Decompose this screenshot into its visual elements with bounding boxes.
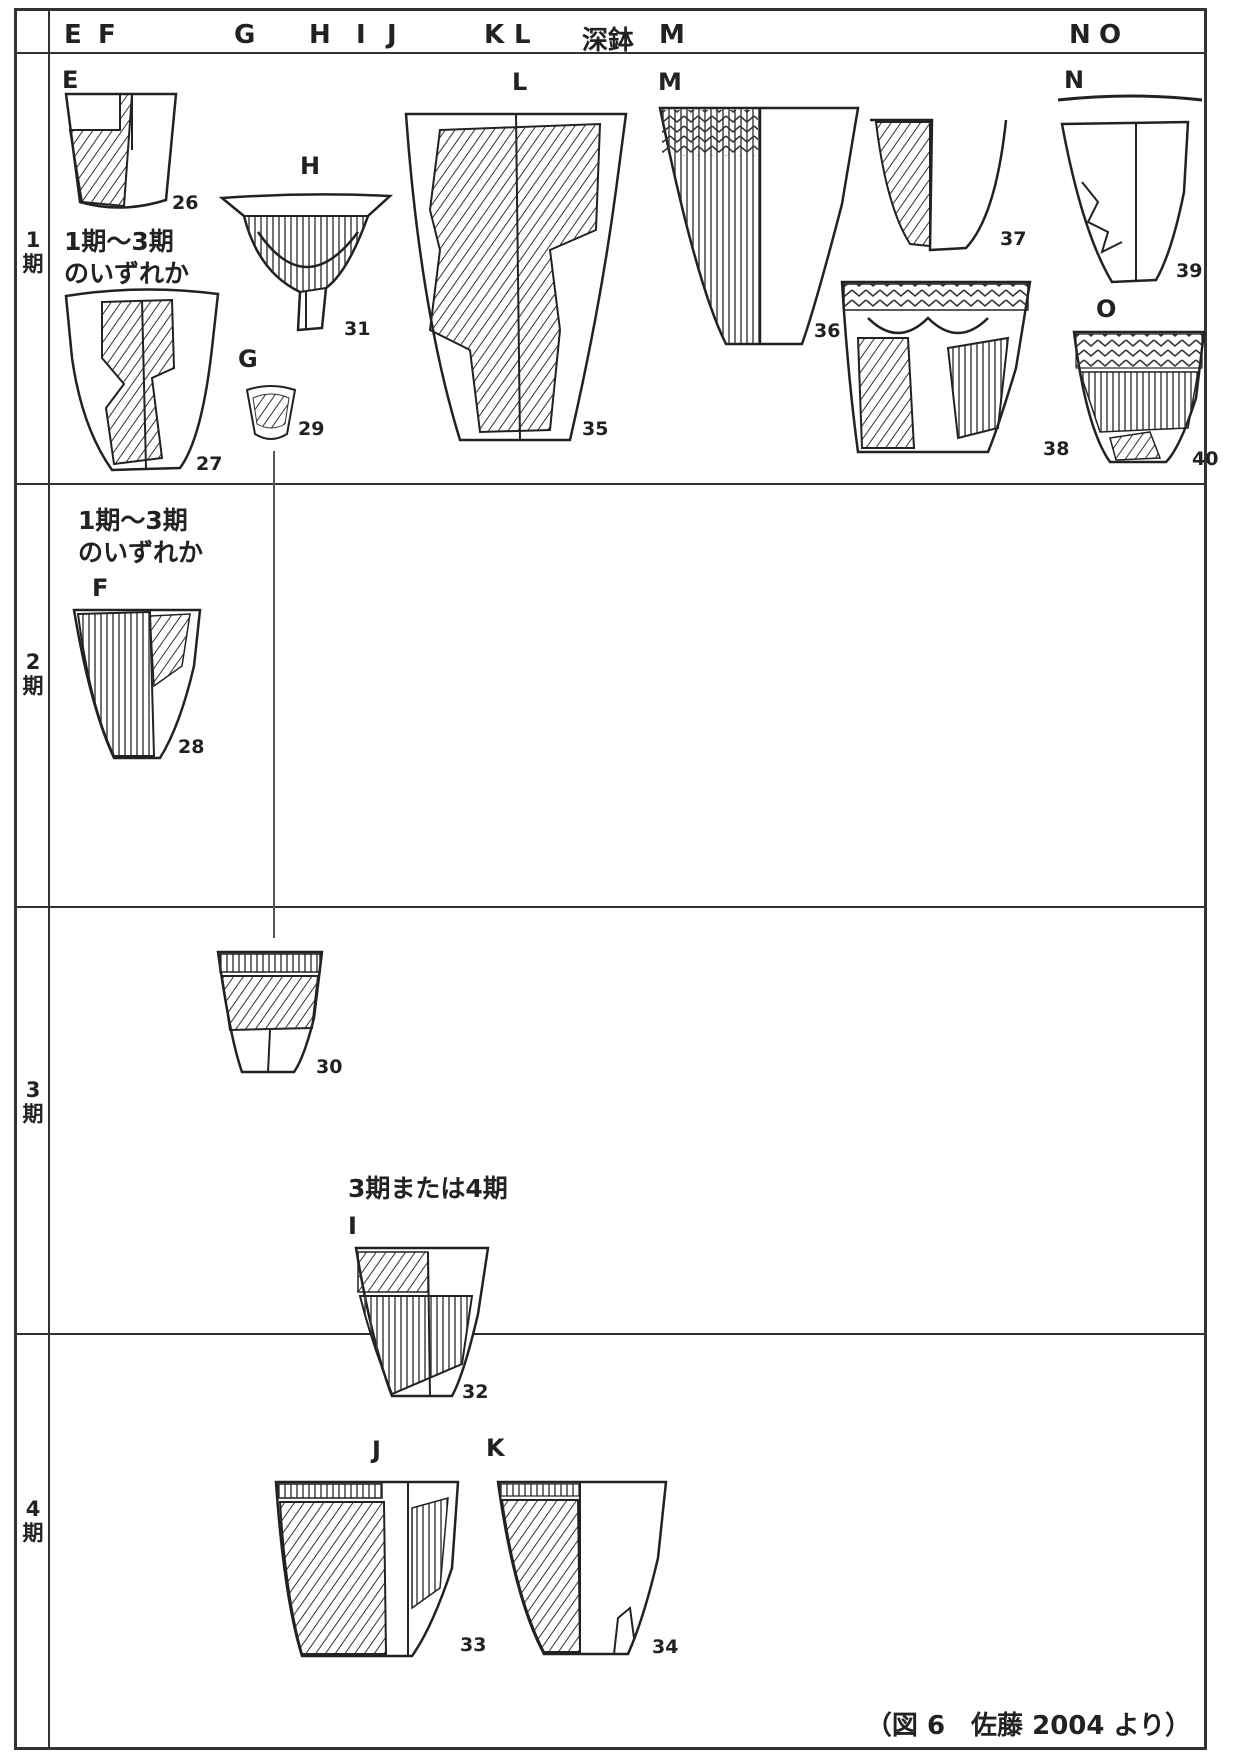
pot-36-drawing xyxy=(656,104,862,350)
row-divider-3-4 xyxy=(14,1333,1207,1335)
header-label-fukabachi: 深鉢 xyxy=(582,26,635,56)
pot-type-label-E: E xyxy=(62,66,79,94)
pot-type-label-F: F xyxy=(92,574,109,602)
pot-number-34: 34 xyxy=(652,1636,679,1658)
pot-40-drawing xyxy=(1070,328,1208,466)
pot-number-35: 35 xyxy=(582,418,609,440)
pot-type-label-G: G xyxy=(238,345,258,373)
header-label-M: M xyxy=(659,20,685,50)
pot-number-40: 40 xyxy=(1192,448,1219,470)
header-label-I: I xyxy=(356,20,366,50)
pot-number-30: 30 xyxy=(316,1056,343,1078)
pot-33-drawing xyxy=(272,1478,462,1660)
pot-26-drawing xyxy=(62,90,182,215)
pot-27-drawing xyxy=(62,288,222,476)
pot-30-drawing xyxy=(214,948,326,1076)
pot-31-drawing xyxy=(218,192,394,334)
header-label-L: L xyxy=(514,20,531,50)
pot-number-27: 27 xyxy=(196,453,223,475)
pot-number-29: 29 xyxy=(298,418,325,440)
note-period-3-or-4: 3期または4期 xyxy=(348,1174,508,1203)
note-period-range-1: 1期～3期のいずれか xyxy=(64,227,190,288)
pot-28-drawing xyxy=(70,606,204,764)
header-label-F: F xyxy=(98,20,116,50)
figure-caption: （図 6 佐藤 2004 より） xyxy=(865,1711,1191,1741)
figure-frame xyxy=(14,8,1207,1750)
pot-type-label-M: M xyxy=(658,68,682,96)
note-period-range-2: 1期～3期のいずれか xyxy=(78,506,204,567)
lineage-connector-line xyxy=(273,451,275,938)
header-label-K: K xyxy=(484,20,505,50)
pot-type-label-O: O xyxy=(1096,295,1117,323)
pot-number-36: 36 xyxy=(814,320,841,342)
pot-type-label-N: N xyxy=(1064,66,1085,94)
pot-type-label-H: H xyxy=(300,152,321,180)
pot-38-drawing xyxy=(838,278,1034,456)
row-divider-2-3 xyxy=(14,906,1207,908)
pot-number-39: 39 xyxy=(1176,260,1203,282)
header-label-H: H xyxy=(309,20,331,50)
pot-32-drawing xyxy=(352,1244,492,1402)
pot-number-31: 31 xyxy=(344,318,371,340)
pot-29-drawing xyxy=(243,384,299,446)
header-divider xyxy=(14,52,1207,54)
pot-39-drawing xyxy=(1052,92,1208,286)
pot-type-label-I: I xyxy=(348,1212,357,1240)
pot-35-drawing xyxy=(400,110,630,446)
header-label-N: N xyxy=(1069,20,1091,50)
pot-type-label-J: J xyxy=(372,1436,381,1464)
header-label-J: J xyxy=(387,20,397,50)
pot-number-28: 28 xyxy=(178,736,205,758)
pot-number-38: 38 xyxy=(1043,438,1070,460)
pot-number-33: 33 xyxy=(460,1634,487,1656)
period-column-divider xyxy=(48,8,50,1750)
header-label-E: E xyxy=(64,20,82,50)
row-divider-1-2 xyxy=(14,483,1207,485)
pot-number-32: 32 xyxy=(462,1381,489,1403)
pot-34-drawing xyxy=(494,1478,670,1658)
header-label-G: G xyxy=(234,20,256,50)
pot-number-37: 37 xyxy=(1000,228,1027,250)
pot-type-label-K: K xyxy=(486,1434,505,1462)
pot-number-26: 26 xyxy=(172,192,199,214)
pot-type-label-L: L xyxy=(512,68,528,96)
pot-37-drawing xyxy=(866,116,1010,256)
header-label-O: O xyxy=(1099,20,1122,50)
